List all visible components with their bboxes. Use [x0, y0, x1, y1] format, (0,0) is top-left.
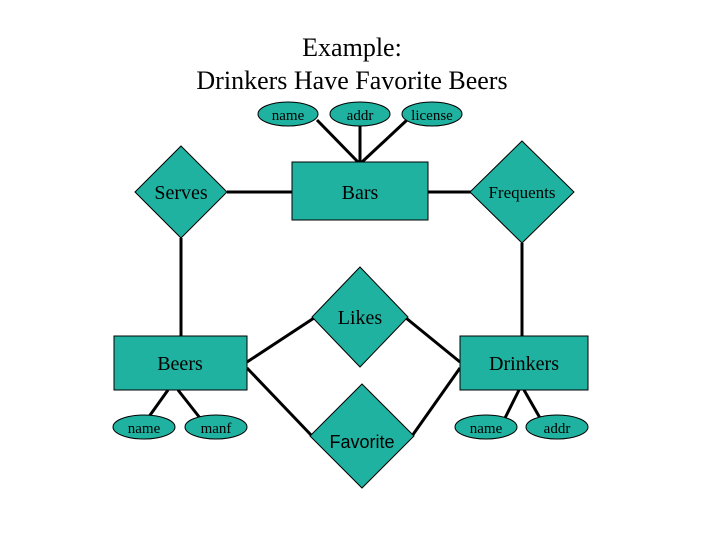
attr-beers-name: name: [112, 414, 176, 440]
edge-bars-license: [360, 118, 409, 164]
attr-bars-license-label: license: [411, 108, 453, 124]
attr-drinkers-name-ellipse: [454, 414, 518, 440]
entity-beers: Beers: [113, 335, 248, 391]
relationship-favorite-diamond: [309, 383, 415, 489]
attr-beers-name-label: name: [128, 421, 161, 437]
attr-beers-manf-label: manf: [201, 421, 232, 437]
relationship-frequents: Frequents: [469, 140, 575, 244]
relationship-favorite: Favorite: [309, 383, 415, 489]
entity-drinkers: Drinkers: [459, 335, 589, 391]
relationship-serves-label: Serves: [154, 182, 208, 204]
attr-drinkers-addr-ellipse: [525, 414, 589, 440]
entity-beers-rect: [113, 335, 248, 391]
attr-bars-addr: addr: [329, 101, 391, 127]
relationship-serves-diamond: [134, 145, 228, 239]
attr-bars-addr-ellipse: [329, 101, 391, 127]
relationship-likes: Likes: [311, 266, 409, 368]
relationship-likes-label: Likes: [338, 307, 383, 329]
edge-favorite-drinkers: [410, 367, 462, 437]
entity-bars-rect: [291, 161, 429, 221]
edge-drinkers-name: [503, 389, 521, 419]
edge-beers-likes: [246, 316, 315, 364]
attr-bars-license: license: [401, 101, 463, 127]
attr-beers-manf-ellipse: [184, 414, 248, 440]
attr-drinkers-name: name: [454, 414, 518, 440]
attr-drinkers-addr: addr: [525, 414, 589, 440]
attr-bars-license-ellipse: [401, 101, 463, 127]
attr-beers-manf: manf: [184, 414, 248, 440]
relationship-favorite-label: Favorite: [329, 432, 394, 452]
attr-drinkers-addr-label: addr: [544, 421, 571, 437]
edge-drinkers-addr: [522, 389, 542, 419]
attr-bars-name-ellipse: [257, 101, 319, 127]
attr-bars-name: name: [257, 101, 319, 127]
edge-beers-name: [146, 389, 170, 419]
edge-bars-name: [315, 118, 360, 164]
edges: [146, 118, 542, 438]
attr-drinkers-name-label: name: [470, 421, 503, 437]
edge-beers-favorite: [245, 366, 314, 438]
edge-beers-manf: [176, 389, 202, 419]
entity-drinkers-label: Drinkers: [489, 353, 559, 375]
attr-bars-name-label: name: [272, 108, 305, 124]
relationship-frequents-label: Frequents: [488, 183, 555, 202]
attr-beers-name-ellipse: [112, 414, 176, 440]
entity-bars-label: Bars: [342, 182, 379, 204]
attr-bars-addr-label: addr: [347, 108, 374, 124]
title-line-2: Drinkers Have Favorite Beers: [196, 66, 507, 95]
edge-likes-drinkers: [405, 316, 461, 364]
relationship-likes-diamond: [311, 266, 409, 368]
entity-bars: Bars: [291, 161, 429, 221]
relationship-frequents-diamond: [469, 140, 575, 244]
title-line-1: Example:: [302, 33, 402, 62]
entity-beers-label: Beers: [157, 353, 203, 375]
relationship-serves: Serves: [134, 145, 228, 239]
entity-drinkers-rect: [459, 335, 589, 391]
